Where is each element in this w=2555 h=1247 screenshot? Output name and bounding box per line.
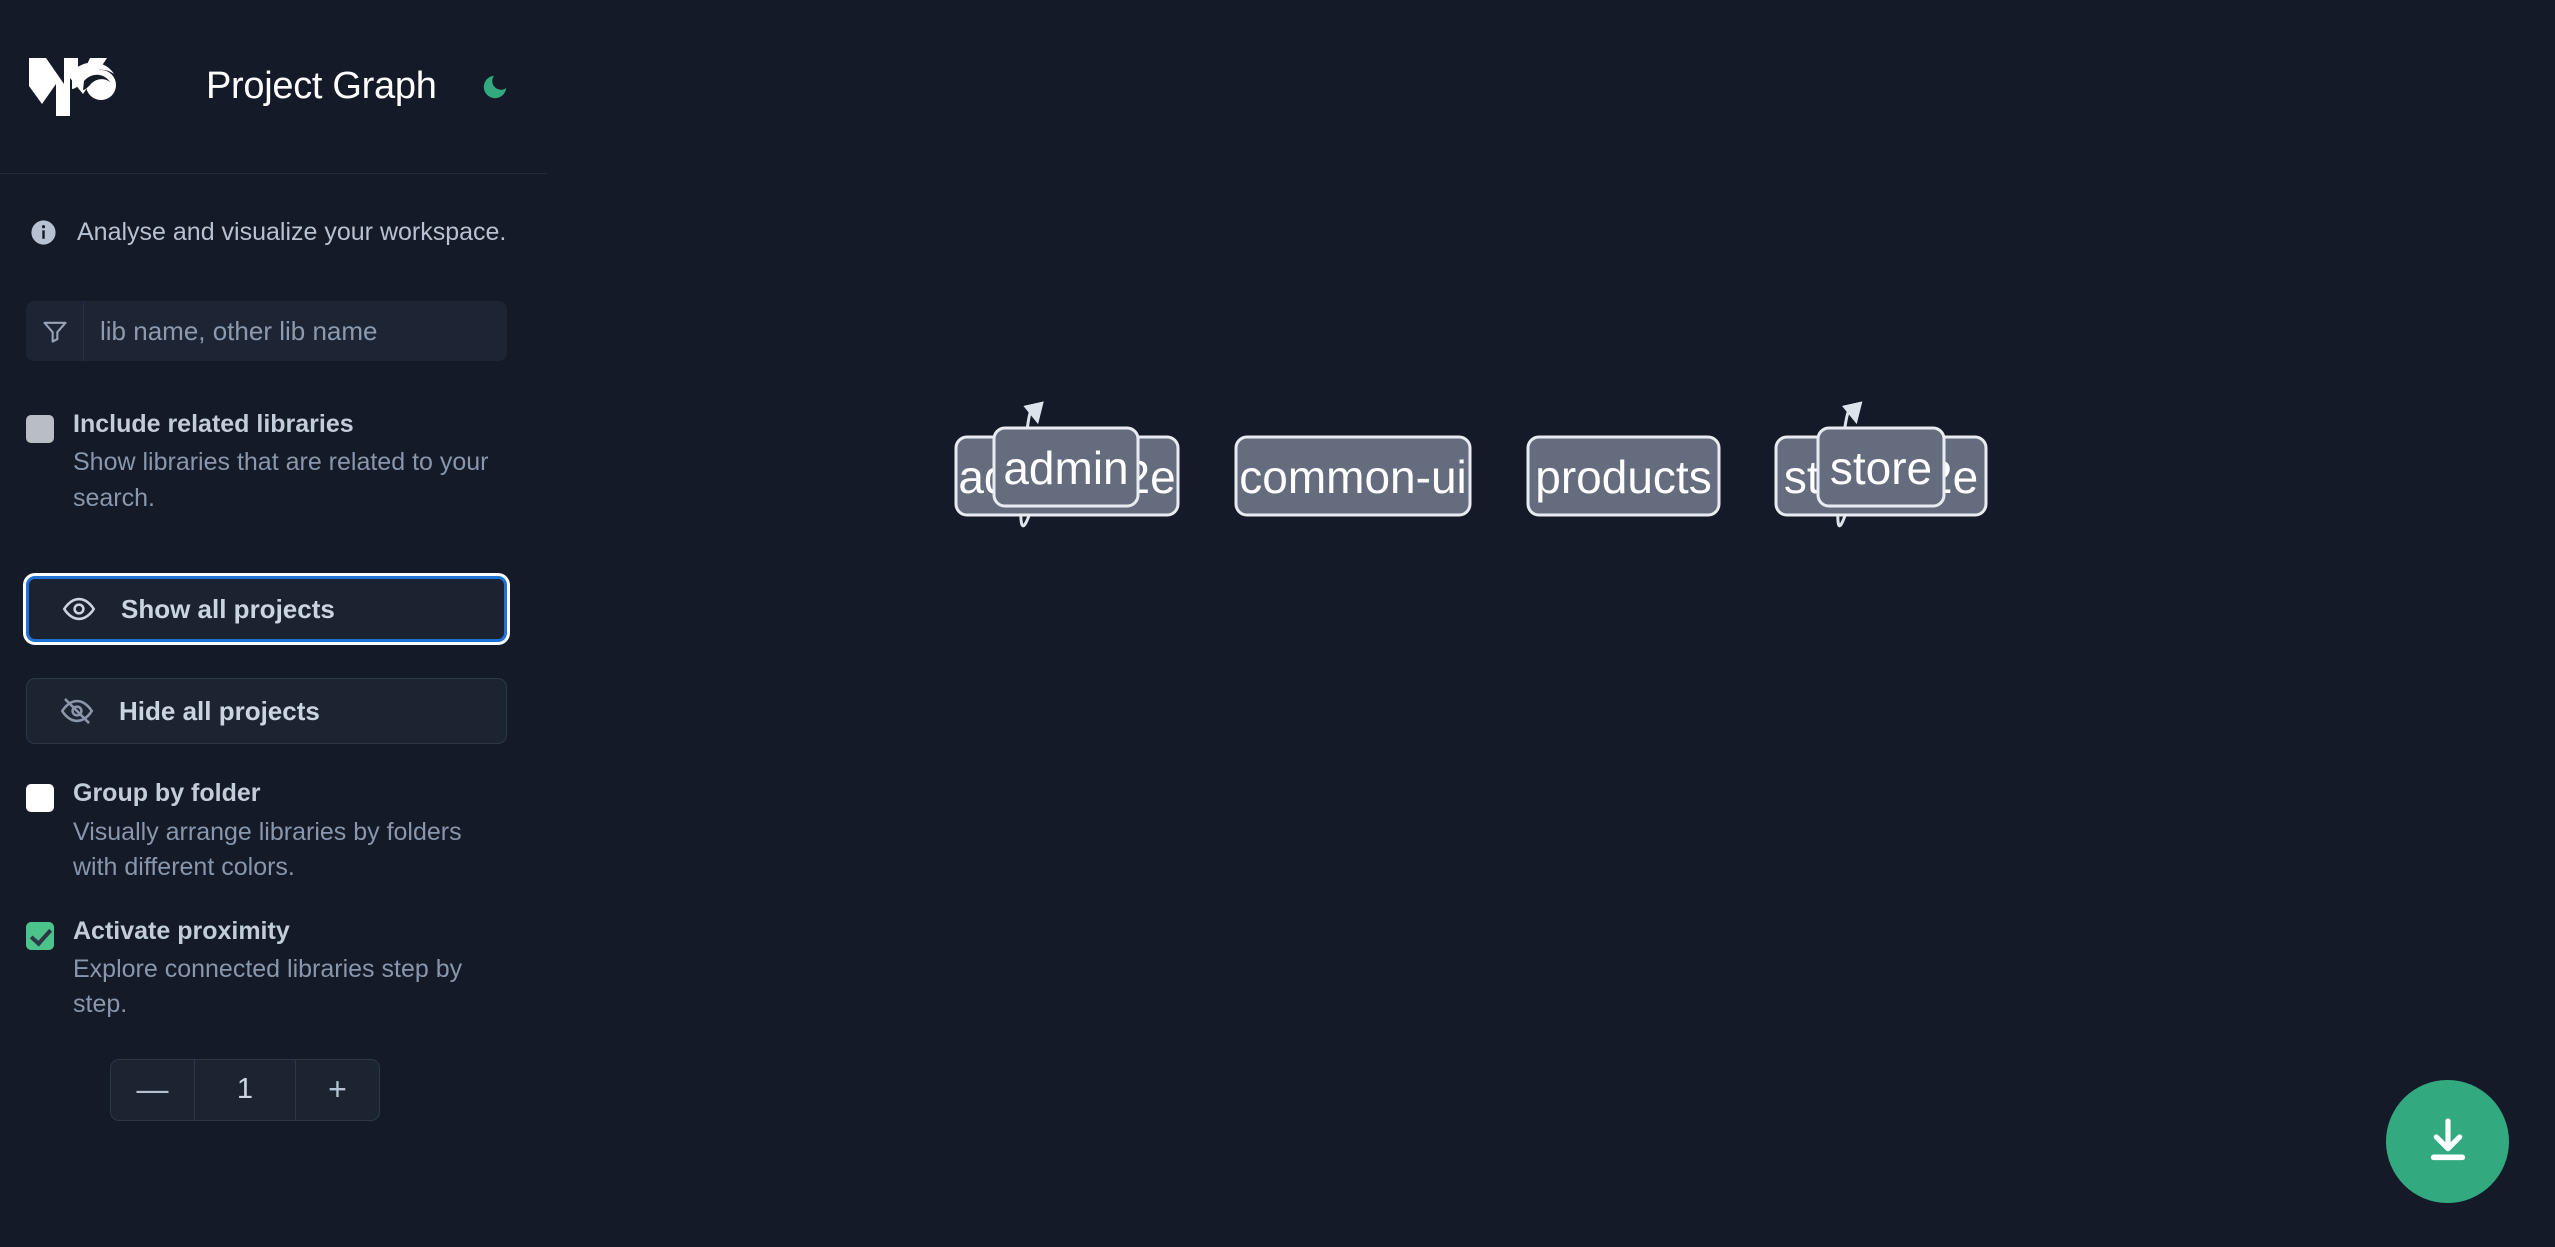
- hide-all-projects-label: Hide all projects: [119, 695, 320, 726]
- activate-proximity-checkbox[interactable]: [26, 921, 54, 950]
- eye-icon: [62, 592, 96, 626]
- page-title: Project Graph: [206, 65, 437, 107]
- graph-node-store[interactable]: store: [1816, 426, 1946, 508]
- option-description: Visually arrange libraries by folders wi…: [73, 817, 462, 882]
- include-related-libraries-checkbox[interactable]: [26, 415, 54, 443]
- search-input[interactable]: [84, 301, 507, 361]
- sidebar-header: Project Graph: [0, 0, 547, 174]
- graph-node-products[interactable]: products: [1526, 435, 1721, 517]
- show-all-projects-button[interactable]: Show all projects: [26, 576, 507, 643]
- option-include-related-libraries[interactable]: Include related libraries Show libraries…: [0, 409, 547, 516]
- nx-logo-icon: [26, 54, 124, 120]
- option-group-by-folder[interactable]: Group by folder Visually arrange librari…: [0, 778, 547, 885]
- option-title: Activate proximity: [73, 916, 290, 945]
- graph-canvas[interactable]: implicitimplicit admin-e2ecommon-uiprodu…: [547, 0, 2555, 1247]
- sidebar: Project Graph Analyse and visualize your…: [0, 0, 547, 1247]
- graph-node-box[interactable]: [1816, 426, 1946, 508]
- graph-node-box[interactable]: [1526, 435, 1721, 517]
- option-description: Show libraries that are related to your …: [73, 448, 489, 512]
- moon-icon[interactable]: [475, 67, 515, 107]
- proximity-stepper: — 1 +: [110, 1058, 380, 1121]
- option-title: Group by folder: [73, 779, 261, 808]
- proximity-increment-button[interactable]: +: [295, 1059, 379, 1120]
- graph-node-admin[interactable]: admin: [992, 426, 1140, 508]
- download-graph-button[interactable]: [2386, 1080, 2509, 1203]
- sidebar-info-row: Analyse and visualize your workspace.: [0, 174, 547, 247]
- group-by-folder-checkbox[interactable]: [26, 784, 54, 813]
- project-graph-svg: implicitimplicit admin-e2ecommon-uiprodu…: [954, 401, 1988, 528]
- info-icon: [29, 218, 58, 247]
- download-icon: [2422, 1114, 2474, 1169]
- graph-node-common-ui[interactable]: common-ui: [1234, 435, 1472, 517]
- eye-off-icon: [60, 694, 94, 728]
- graph-node-box[interactable]: [1234, 435, 1472, 517]
- graph-node-label: store: [1830, 442, 1932, 494]
- proximity-decrement-button[interactable]: —: [111, 1059, 195, 1120]
- graph-node-label: products: [1535, 451, 1711, 503]
- graph-node-label: common-ui: [1239, 451, 1467, 503]
- sidebar-info-text: Analyse and visualize your workspace.: [77, 218, 507, 246]
- show-all-projects-label: Show all projects: [121, 593, 335, 624]
- graph-node-box[interactable]: [992, 426, 1140, 508]
- option-title: Include related libraries: [73, 410, 354, 438]
- proximity-value: 1: [236, 1073, 254, 1106]
- filter-icon: [26, 301, 84, 361]
- graph-nodes: admin-e2ecommon-uiproductsstore-e2eadmin…: [954, 426, 1988, 517]
- option-activate-proximity[interactable]: Activate proximity Explore connected lib…: [0, 916, 547, 1023]
- hide-all-projects-button[interactable]: Hide all projects: [26, 678, 507, 745]
- option-description: Explore connected libraries step by step…: [73, 954, 463, 1019]
- search-field[interactable]: [26, 301, 507, 361]
- graph-node-label: admin: [1003, 442, 1128, 494]
